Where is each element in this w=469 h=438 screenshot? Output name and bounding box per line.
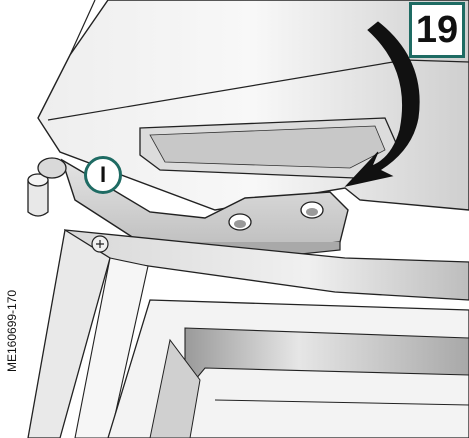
handle-recess-inner [149,125,386,169]
screw-hole-right-inner [306,208,318,216]
step-number-badge: 19 [409,2,465,58]
callout-label: I [84,156,122,194]
inner-edge-line [214,399,469,406]
inner-side-wall [149,338,201,438]
hinge-pin [27,179,49,217]
screw-hole-left-inner [234,220,246,228]
hinge-pin-top [27,173,49,187]
figure-code: ME160699-170 [5,289,19,372]
curved-arrow-icon [344,21,420,187]
cabinet-left-post-face [74,257,149,438]
lid-back-edge [69,0,96,56]
screw-slot [96,240,104,248]
hinge-bushing [37,157,67,179]
